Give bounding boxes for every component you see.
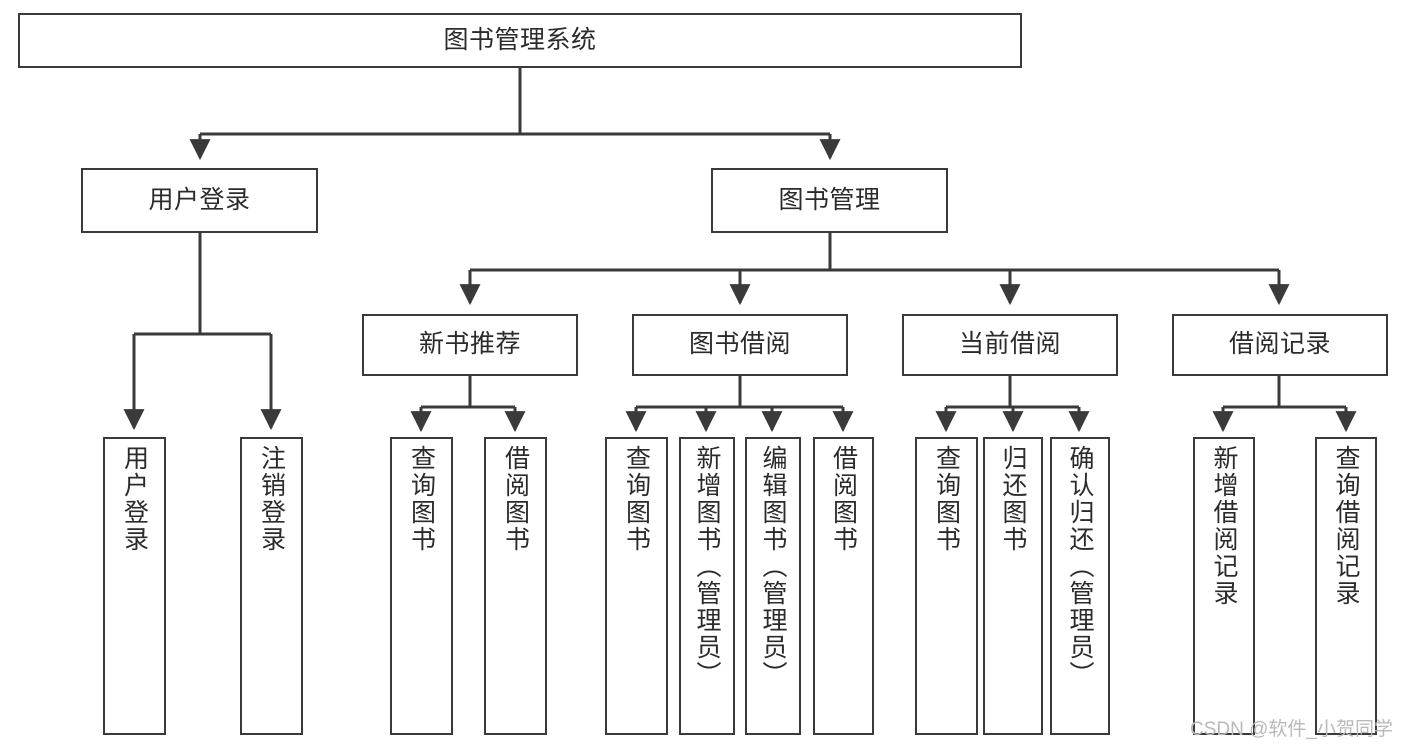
leaf-current-query-book-label: 查询图书 [932, 445, 961, 553]
node-book-management[interactable]: 图书管理 [711, 168, 948, 233]
node-user-login-label: 用户登录 [148, 185, 251, 214]
node-book-borrow[interactable]: 图书借阅 [632, 314, 848, 376]
leaf-recommend-query-book[interactable]: 查询图书 [390, 437, 453, 735]
leaf-confirm-return-admin[interactable]: 确认归还（管理员） [1050, 437, 1110, 735]
leaf-logout-label: 注销登录 [257, 445, 286, 553]
leaf-borrow-query-book-label: 查询图书 [622, 445, 651, 553]
leaf-add-book-admin-label: 新增图书（管理员） [693, 445, 721, 688]
leaf-recommend-borrow-book[interactable]: 借阅图书 [484, 437, 547, 735]
leaf-add-borrow-record[interactable]: 新增借阅记录 [1193, 437, 1255, 735]
node-root[interactable]: 图书管理系统 [18, 13, 1022, 68]
leaf-return-book-label: 归还图书 [999, 445, 1027, 553]
node-book-borrow-label: 图书借阅 [688, 330, 791, 359]
leaf-confirm-return-admin-label: 确认归还（管理员） [1066, 445, 1094, 688]
leaf-add-book-admin[interactable]: 新增图书（管理员） [679, 437, 735, 735]
leaf-edit-book-admin-label: 编辑图书（管理员） [759, 445, 787, 688]
node-new-book-recommend[interactable]: 新书推荐 [362, 314, 578, 376]
leaf-edit-book-admin[interactable]: 编辑图书（管理员） [745, 437, 801, 735]
node-user-login[interactable]: 用户登录 [81, 168, 318, 233]
leaf-borrow-book-label: 借阅图书 [829, 445, 858, 553]
node-borrow-record[interactable]: 借阅记录 [1172, 314, 1388, 376]
leaf-return-book[interactable]: 归还图书 [983, 437, 1043, 735]
leaf-user-login[interactable]: 用户登录 [103, 437, 166, 735]
leaf-logout[interactable]: 注销登录 [240, 437, 303, 735]
leaf-recommend-query-book-label: 查询图书 [407, 445, 436, 553]
leaf-query-borrow-record-label: 查询借阅记录 [1332, 445, 1360, 607]
leaf-query-borrow-record[interactable]: 查询借阅记录 [1315, 437, 1377, 735]
node-current-borrow-label: 当前借阅 [958, 330, 1061, 359]
node-root-label: 图书管理系统 [443, 25, 597, 54]
leaf-borrow-query-book[interactable]: 查询图书 [605, 437, 668, 735]
node-book-management-label: 图书管理 [778, 185, 881, 214]
leaf-recommend-borrow-book-label: 借阅图书 [501, 445, 530, 553]
leaf-current-query-book[interactable]: 查询图书 [915, 437, 978, 735]
node-new-book-recommend-label: 新书推荐 [418, 330, 521, 359]
leaf-user-login-label: 用户登录 [120, 445, 149, 553]
node-borrow-record-label: 借阅记录 [1228, 330, 1331, 359]
node-current-borrow[interactable]: 当前借阅 [902, 314, 1118, 376]
leaf-add-borrow-record-label: 新增借阅记录 [1210, 445, 1238, 607]
leaf-borrow-book[interactable]: 借阅图书 [813, 437, 874, 735]
